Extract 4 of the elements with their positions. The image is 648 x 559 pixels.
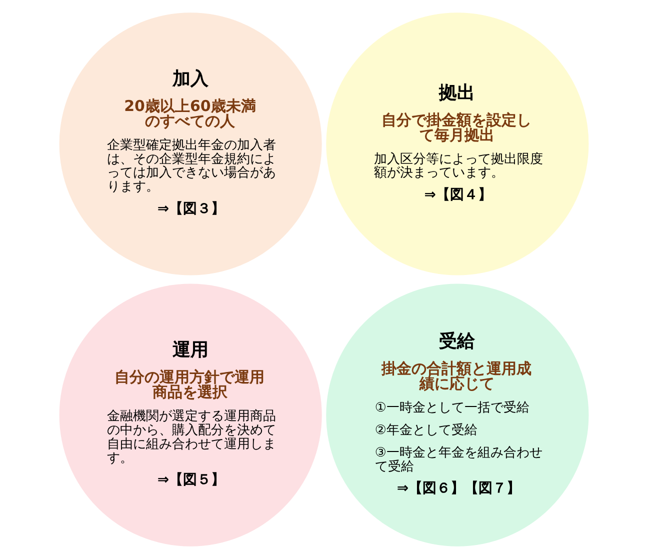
node-circle: 拠出 自分で掛金額を設定して毎月拠出 加入区分等によって拠出限度額が決まっています。 ⇒【図４】 <box>326 12 589 276</box>
node-circle: 受給 掛金の合計額と運用成績に応じて ①一時金として一括で受給 ②年金として受給 ③一時金と年金を組み合わせて受給 ⇒【図６】【図７】 <box>326 284 589 546</box>
node-circle: 運用 自分の運用方針で運用商品を選択 金融機関が選定する運用商品の中から、購入配分を決めて自由に組み合わせて運用します。 ⇒【図５】 <box>59 284 322 546</box>
node-circle: 加入 20歳以上60歳未満のすべての人 企業型確定拠出年金の加入者は、その企業型年金規約によっては加入できない場合があります。 ⇒【図３】 <box>59 12 322 276</box>
